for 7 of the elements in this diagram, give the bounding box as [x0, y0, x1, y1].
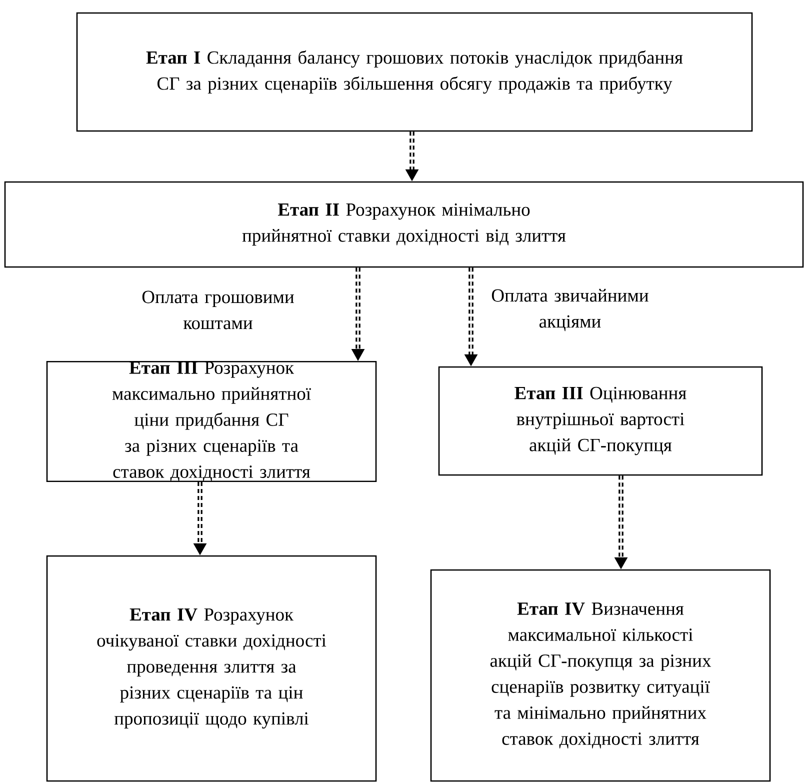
stage-box: Етап IV Розрахунок очікуваної ставки дохідності проведення злиття за різних сценаріїв та цін пропозиції щодо купівлі: [46, 555, 377, 782]
edge-label: Оплата грошовими коштами: [142, 290, 294, 330]
stage-box: Етап II Розрахунок мінімально прийнятної ставки дохідності від злиття: [4, 181, 804, 268]
stage-box: Етап III Оцінювання внутрішньої вартості акцій СГ-покупця: [438, 366, 763, 476]
stage-box: Етап I Складання балансу грошових потоків унаслідок придбання СГ за різних сценаріїв збільшення обсягу продажів та прибутку: [76, 12, 753, 132]
edge-label: Оплата звичайними акціями: [492, 288, 648, 332]
stage-box: Етап IV Визначення максимальної кількості акцій СГ-покупця за різних сценаріїв розвитку ситуації та мінімально прийнятних ставок дохідності злиття: [430, 569, 771, 782]
